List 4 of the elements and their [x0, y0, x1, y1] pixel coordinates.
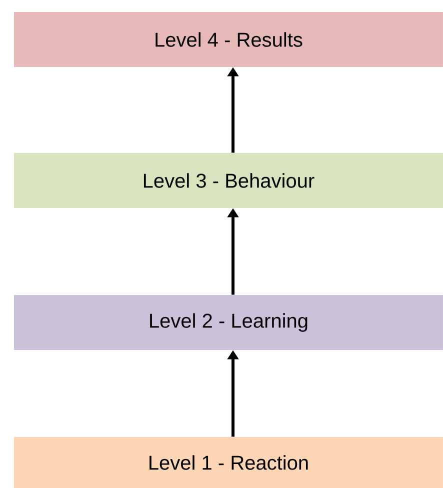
level-box: Level 1 - Reaction: [14, 437, 443, 488]
level-box: Level 3 - Behaviour: [14, 153, 443, 208]
level-box: Level 4 - Results: [14, 12, 443, 67]
level-box: Level 2 - Learning: [14, 295, 443, 350]
